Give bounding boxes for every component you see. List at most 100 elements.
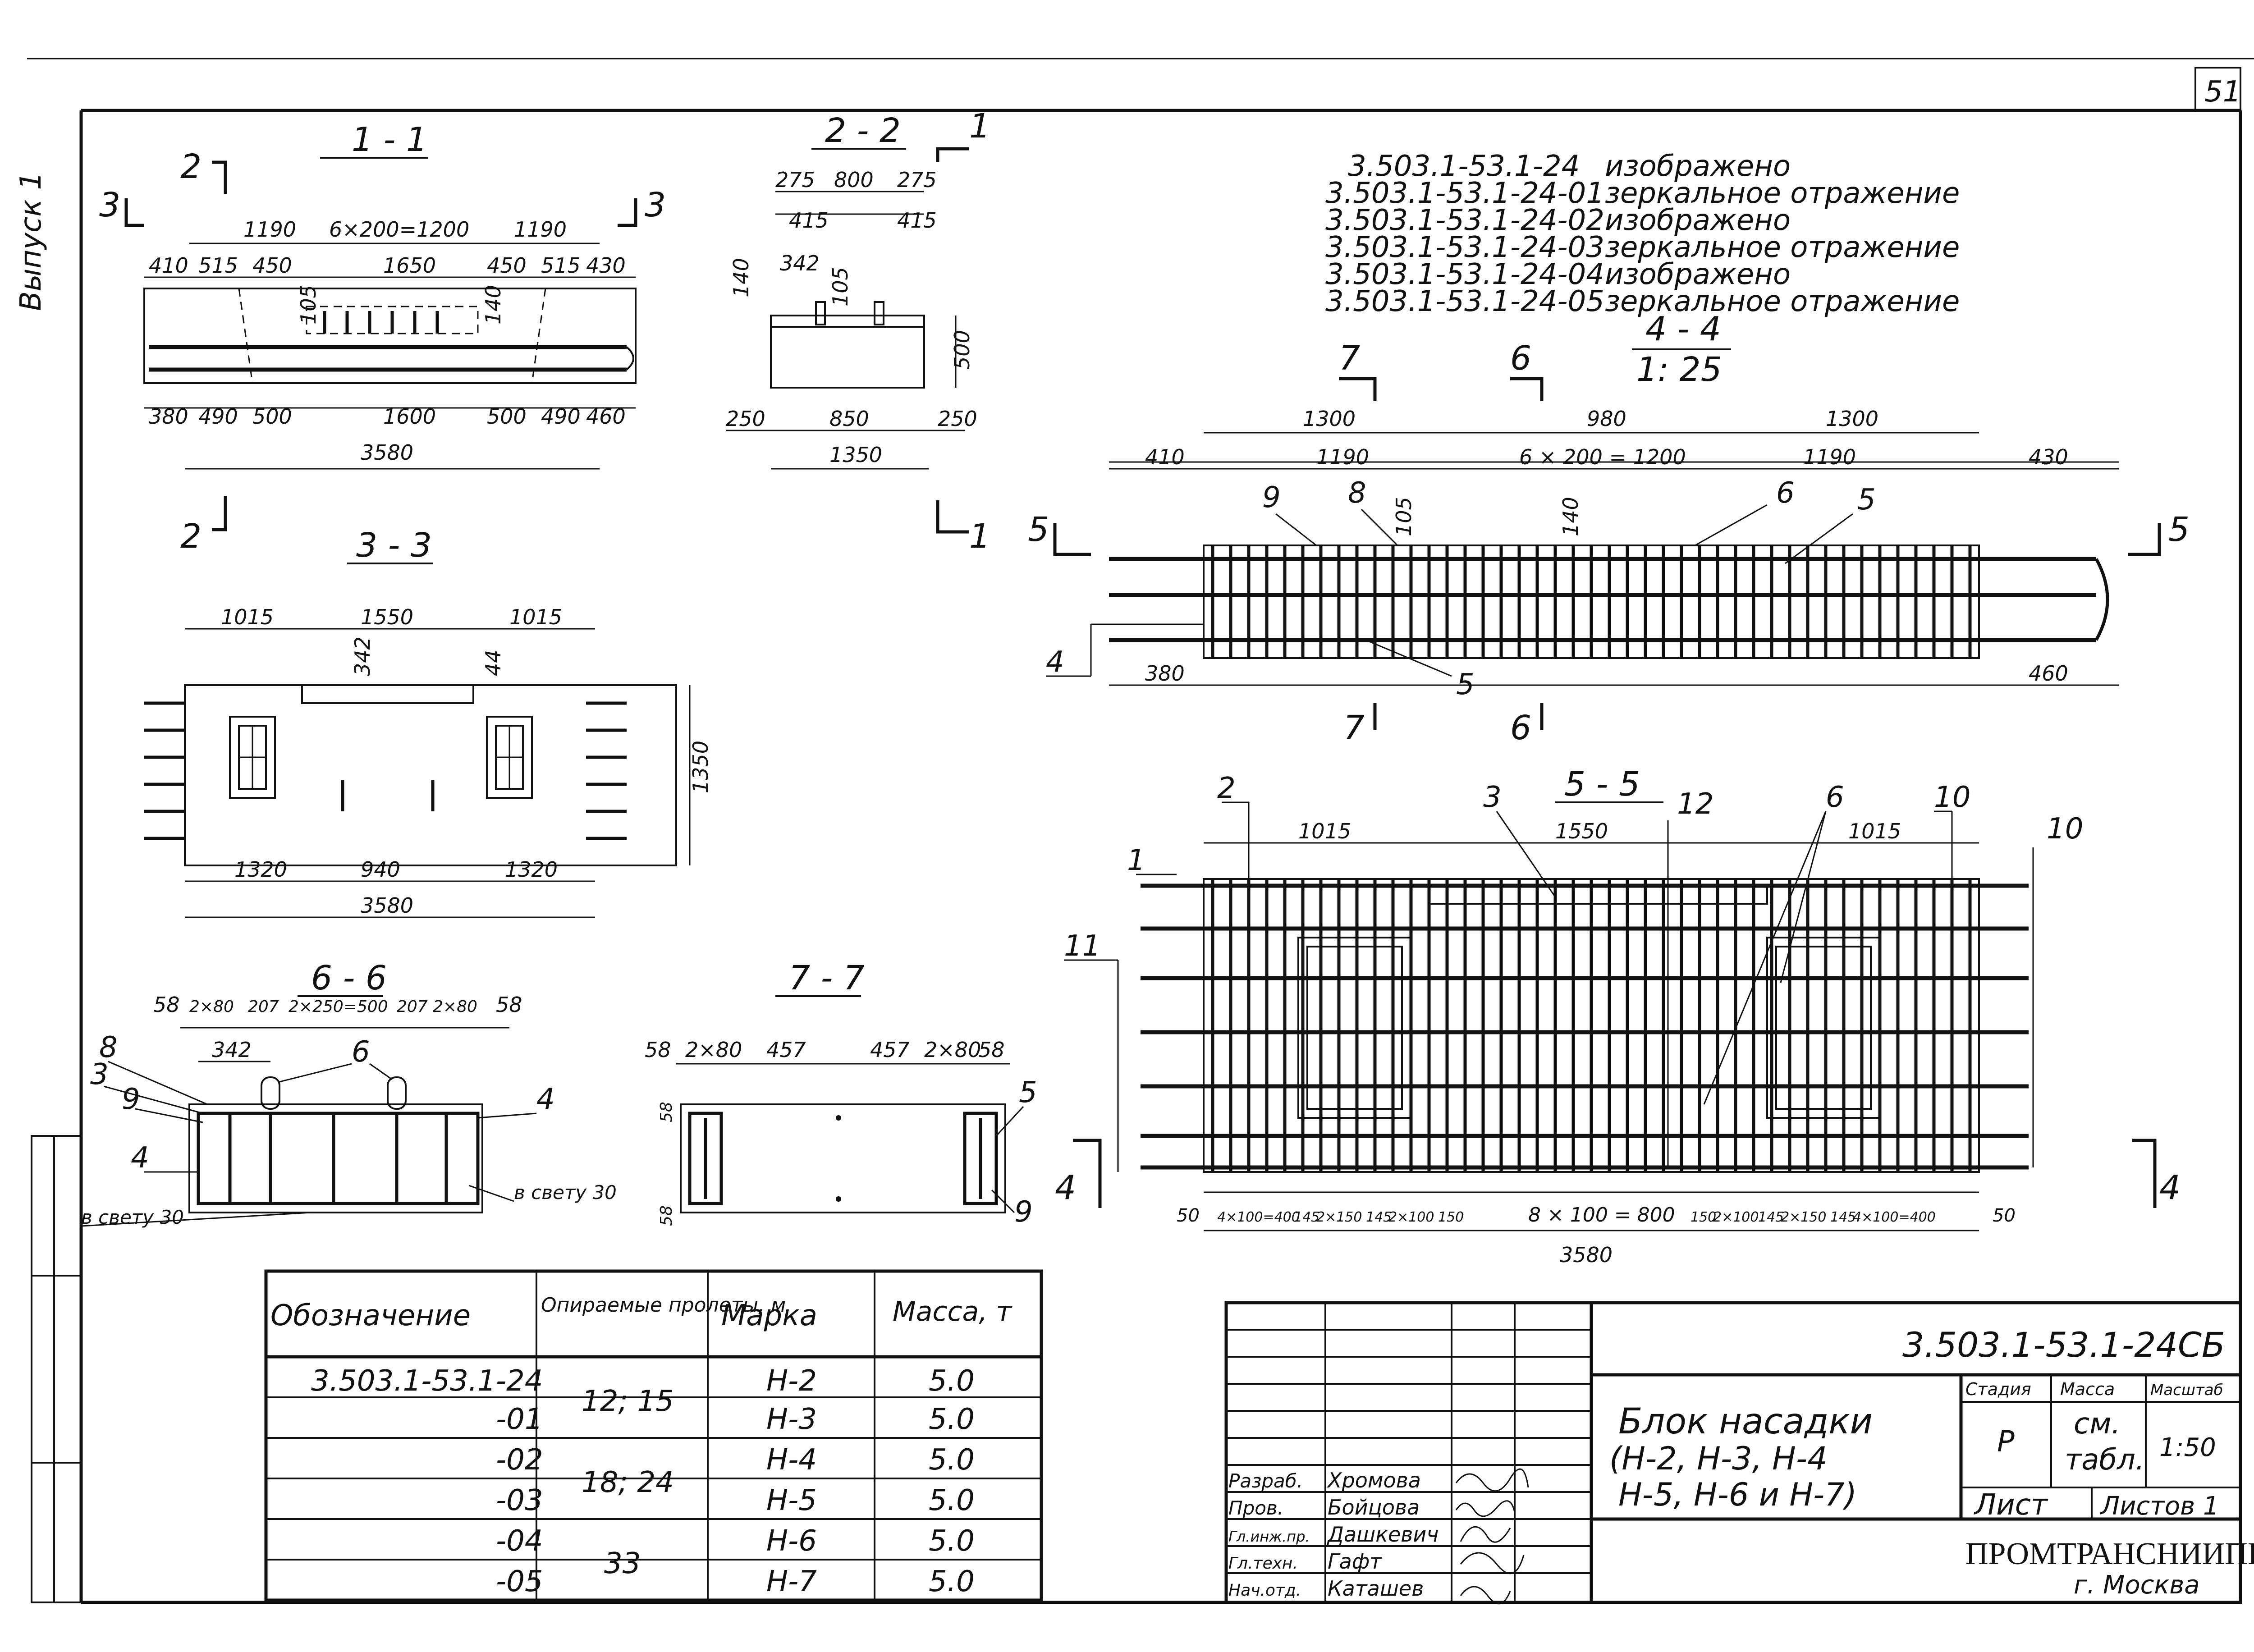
- svg-text:3.503.1-53.1-24СБ: 3.503.1-53.1-24СБ: [1902, 1325, 2225, 1365]
- svg-text:207: 207: [397, 998, 428, 1016]
- section-2-2-title: 2 - 2: [825, 111, 901, 150]
- svg-text:6×200=1200: 6×200=1200: [329, 217, 469, 242]
- svg-text:58: 58: [153, 993, 180, 1017]
- svg-text:см.: см.: [2074, 1407, 2121, 1441]
- svg-text:-03: -03: [496, 1484, 543, 1517]
- svg-text:-04: -04: [496, 1524, 543, 1558]
- section-4-4: 4 - 4 1: 25 1300 980 1300 410 1190 6 × 2…: [1028, 310, 2190, 747]
- svg-text:8: 8: [1348, 476, 1366, 510]
- svg-text:Масса: Масса: [2060, 1379, 2115, 1399]
- svg-text:Пров.: Пров.: [1228, 1497, 1283, 1519]
- svg-text:Обозначение: Обозначение: [270, 1299, 471, 1332]
- svg-text:6: 6: [1510, 339, 1531, 378]
- svg-text:4: 4: [536, 1083, 555, 1116]
- svg-text:Н-6: Н-6: [766, 1524, 817, 1558]
- svg-text:в свету 30: в свету 30: [514, 1181, 617, 1204]
- bars-3-3-left: [144, 701, 185, 840]
- section-7-7: 7 - 7 58 2×80 457 457 2×80 58 58 58 5 9: [645, 959, 1037, 1229]
- section-6-6-title: 6 - 6: [311, 959, 387, 998]
- svg-text:2×100: 2×100: [1388, 1209, 1434, 1225]
- svg-text:150: 150: [1690, 1209, 1716, 1225]
- rebars-4-4: [1109, 557, 2109, 642]
- svg-text:5: 5: [1019, 1076, 1037, 1109]
- svg-text:Нач.отд.: Нач.отд.: [1228, 1581, 1301, 1600]
- svg-text:5: 5: [2168, 510, 2190, 549]
- svg-text:145: 145: [1294, 1209, 1319, 1225]
- svg-text:58: 58: [645, 1038, 671, 1062]
- svg-text:5: 5: [1028, 510, 1049, 549]
- svg-text:207: 207: [248, 998, 279, 1016]
- svg-text:500: 500: [950, 330, 974, 370]
- svg-text:6: 6: [1776, 476, 1795, 510]
- svg-text:58: 58: [496, 993, 522, 1017]
- svg-text:-02: -02: [496, 1443, 543, 1477]
- svg-text:50: 50: [1993, 1205, 2016, 1226]
- svg-text:3: 3: [99, 186, 120, 224]
- svg-text:4: 4: [1055, 1168, 1076, 1207]
- svg-text:105: 105: [828, 267, 852, 307]
- svg-text:150: 150: [1438, 1209, 1464, 1225]
- svg-text:9: 9: [1014, 1195, 1033, 1229]
- svg-text:58: 58: [657, 1205, 676, 1226]
- svg-text:490: 490: [198, 404, 238, 429]
- svg-text:450: 450: [487, 253, 527, 278]
- section-2-2: 2 - 2 275 800 275 415 415 140 342 105 50…: [726, 107, 990, 556]
- svg-text:Н-3: Н-3: [766, 1403, 817, 1436]
- svg-text:1300: 1300: [1826, 407, 1878, 431]
- svg-text:1550: 1550: [361, 605, 413, 629]
- svg-text:5.0: 5.0: [929, 1524, 975, 1558]
- svg-text:430: 430: [2029, 445, 2068, 469]
- svg-text:1320: 1320: [234, 857, 287, 882]
- svg-text:4: 4: [1046, 645, 1064, 679]
- svg-text:1: 1: [969, 517, 990, 556]
- svg-text:Каташев: Каташев: [1328, 1576, 1424, 1601]
- svg-text:342: 342: [350, 636, 375, 676]
- svg-text:515: 515: [198, 253, 238, 278]
- svg-text:зеркальное отражение: зеркальное отражение: [1605, 231, 1960, 264]
- svg-text:Лист: Лист: [1974, 1488, 2048, 1522]
- svg-text:2×100: 2×100: [1713, 1209, 1759, 1225]
- svg-text:-05: -05: [496, 1565, 543, 1598]
- svg-text:Н-4: Н-4: [766, 1443, 817, 1477]
- svg-text:4: 4: [131, 1141, 149, 1175]
- svg-text:275: 275: [775, 168, 815, 192]
- svg-text:58: 58: [657, 1102, 676, 1122]
- dims-5-5-bottom: 50 4×100=400 145 2×150 145 2×100 150 8 ×…: [1177, 1204, 2016, 1226]
- svg-text:2×250=500: 2×250=500: [289, 998, 388, 1016]
- svg-text:2×80: 2×80: [433, 998, 477, 1016]
- svg-text:50: 50: [1177, 1205, 1200, 1226]
- svg-text:1650: 1650: [383, 253, 436, 278]
- svg-text:2×80: 2×80: [685, 1038, 742, 1062]
- svg-text:6 × 200 = 1200: 6 × 200 = 1200: [1519, 445, 1686, 469]
- section-5-5-title: 5 - 5: [1564, 765, 1640, 804]
- svg-text:415: 415: [789, 208, 829, 233]
- svg-text:г. Москва: г. Москва: [2074, 1570, 2200, 1600]
- svg-text:10: 10: [1934, 781, 1970, 814]
- svg-text:500: 500: [487, 404, 527, 429]
- page-number: 51: [2204, 75, 2241, 109]
- svg-text:850: 850: [829, 407, 869, 431]
- svg-text:11: 11: [1064, 929, 1100, 963]
- svg-text:415: 415: [897, 208, 937, 233]
- svg-text:4×100=400: 4×100=400: [1217, 1209, 1300, 1225]
- svg-text:2×150: 2×150: [1781, 1209, 1826, 1225]
- svg-text:460: 460: [2029, 661, 2068, 686]
- svg-text:275: 275: [897, 168, 937, 192]
- svg-text:1320: 1320: [505, 857, 558, 882]
- svg-text:Бойцова: Бойцова: [1328, 1495, 1420, 1519]
- svg-text:Н-5, Н-6 и Н-7): Н-5, Н-6 и Н-7): [1618, 1476, 1857, 1513]
- svg-text:Масса, т: Масса, т: [893, 1296, 1012, 1327]
- svg-text:140: 140: [1558, 497, 1583, 536]
- svg-text:1550: 1550: [1555, 819, 1608, 843]
- signature-scribbles: [1455, 1468, 1529, 1605]
- svg-text:44: 44: [481, 650, 505, 676]
- svg-text:Листов 1: Листов 1: [2100, 1492, 2219, 1521]
- svg-text:1015: 1015: [509, 605, 562, 629]
- svg-text:3.503.1-53.1-24-05: 3.503.1-53.1-24-05: [1325, 285, 1604, 318]
- svg-text:Н-7: Н-7: [766, 1565, 817, 1598]
- svg-text:2×80: 2×80: [189, 998, 234, 1016]
- section-4-4-title: 4 - 4: [1645, 310, 1721, 348]
- svg-text:145: 145: [1758, 1209, 1784, 1225]
- svg-text:6: 6: [1826, 781, 1844, 814]
